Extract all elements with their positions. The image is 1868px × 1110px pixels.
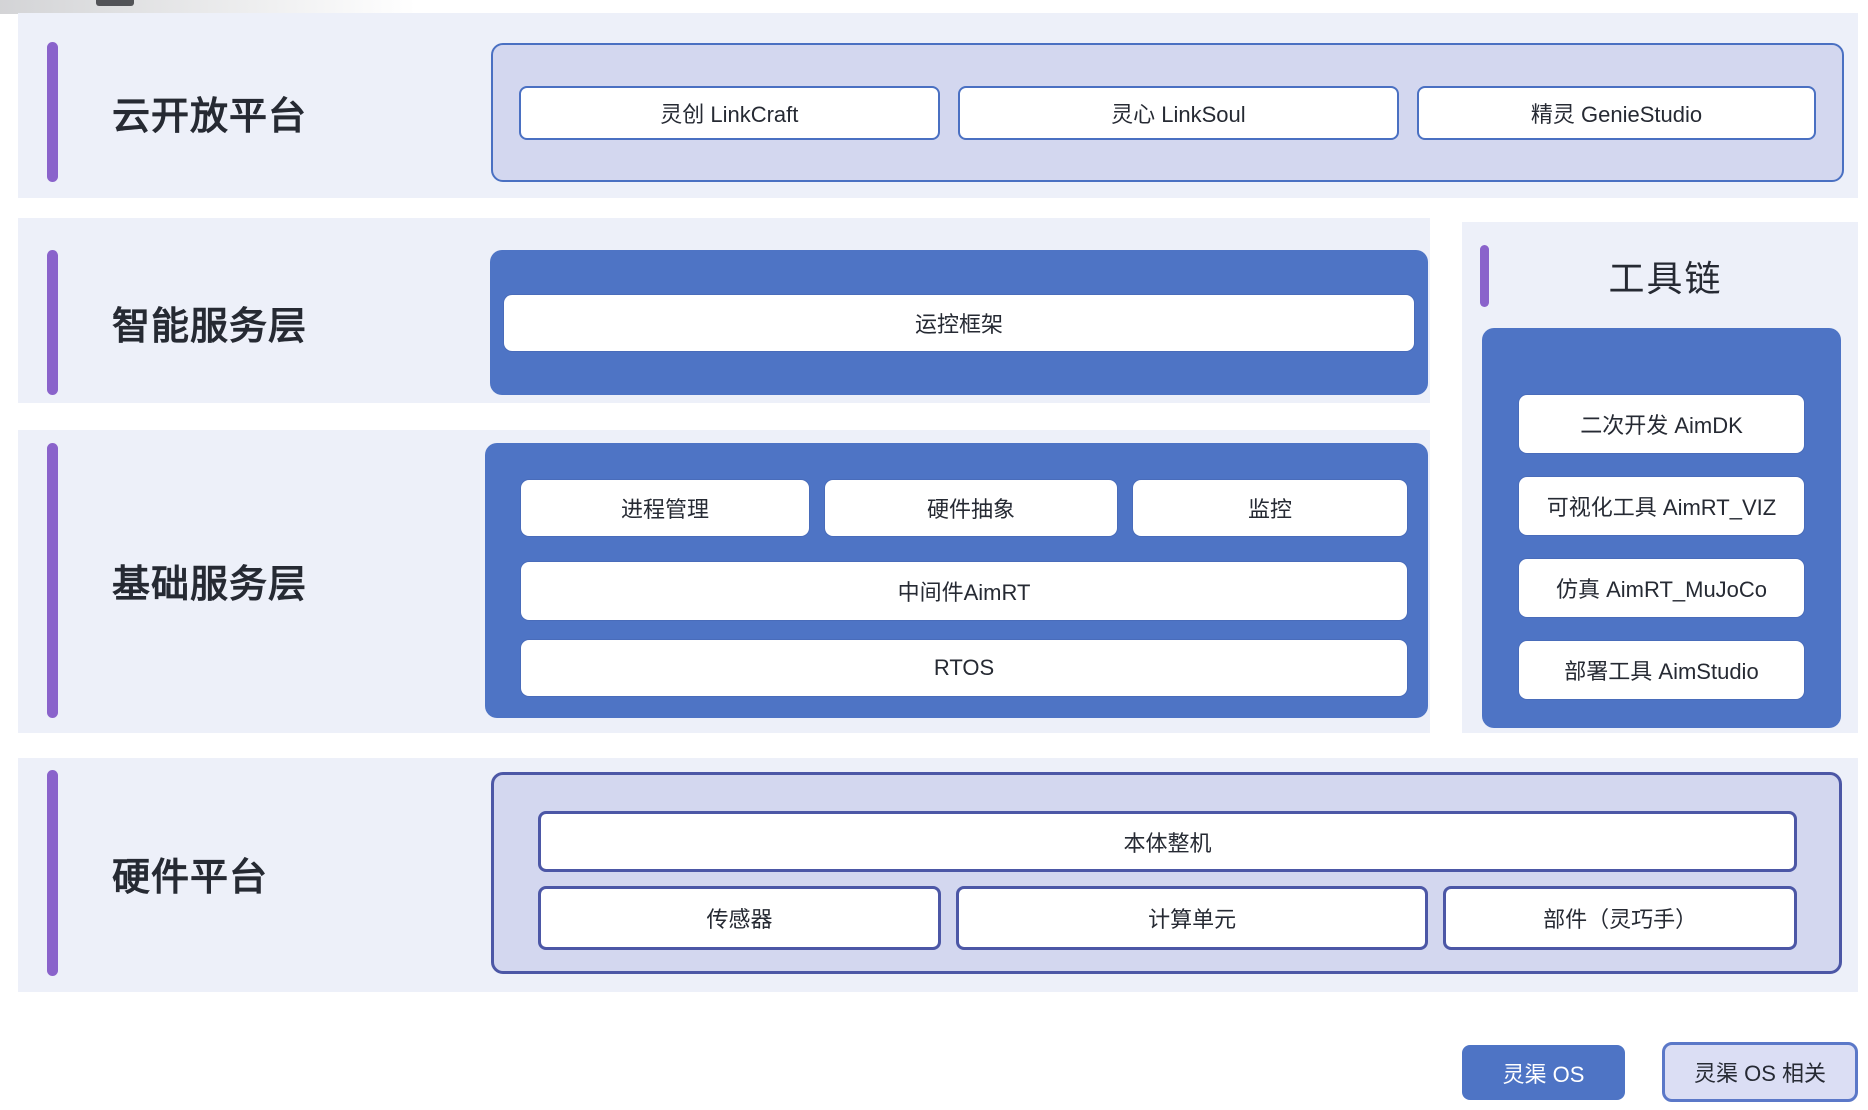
toolchain-container: 二次开发 AimDK 可视化工具 AimRT_VIZ 仿真 AimRT_MuJo… — [1482, 328, 1841, 728]
section-label-foundation-service: 基础服务层 — [112, 564, 308, 606]
box-robot-body: 本体整机 — [538, 811, 1797, 872]
row-hardware-platform: 硬件平台 本体整机 传感器 计算单元 部件（灵巧手） — [18, 758, 1858, 992]
accent-bar-toolchain — [1480, 245, 1489, 307]
box-aimrt-viz: 可视化工具 AimRT_VIZ — [1519, 477, 1804, 535]
box-linksoul: 灵心 LinkSoul — [957, 85, 1400, 140]
box-sensors: 传感器 — [538, 886, 942, 950]
row-intelligent-service: 智能服务层 运控框架 — [18, 218, 1430, 403]
top-edge-artifact — [96, 0, 134, 6]
box-motion-control-framework: 运控框架 — [504, 294, 1414, 351]
legend-lingqu-os-related: 灵渠 OS 相关 — [1662, 1042, 1858, 1102]
box-middleware-aimrt: 中间件AimRT — [521, 562, 1407, 620]
row-foundation-service: 基础服务层 进程管理 硬件抽象 监控 中间件AimRT RTOS — [18, 430, 1430, 733]
toolchain-title: 工具链 — [1608, 258, 1723, 299]
box-geniestudio: 精灵 GenieStudio — [1417, 85, 1816, 140]
cloud-platform-container: 灵创 LinkCraft 灵心 LinkSoul 精灵 GenieStudio — [491, 43, 1844, 182]
section-label-cloud-platform: 云开放平台 — [112, 96, 308, 138]
foundation-service-container: 进程管理 硬件抽象 监控 中间件AimRT RTOS — [485, 443, 1428, 718]
box-aimstudio: 部署工具 AimStudio — [1519, 641, 1804, 699]
box-aimdk: 二次开发 AimDK — [1519, 395, 1804, 453]
foundation-top-row: 进程管理 硬件抽象 监控 — [521, 480, 1407, 536]
toolchain-header: 工具链 — [1480, 245, 1842, 307]
hardware-platform-container: 本体整机 传感器 计算单元 部件（灵巧手） — [491, 772, 1842, 974]
accent-bar-cloud — [47, 42, 58, 182]
box-rtos: RTOS — [521, 640, 1407, 696]
hardware-bottom-row: 传感器 计算单元 部件（灵巧手） — [538, 886, 1797, 950]
intelligent-service-container: 运控框架 — [490, 250, 1428, 395]
box-compute-unit: 计算单元 — [956, 886, 1429, 950]
box-components-dexterous-hand: 部件（灵巧手） — [1443, 886, 1797, 950]
box-aimrt-mujoco: 仿真 AimRT_MuJoCo — [1519, 559, 1804, 617]
section-label-hardware-platform: 硬件平台 — [112, 856, 269, 899]
box-monitoring: 监控 — [1133, 480, 1407, 536]
box-hardware-abstraction: 硬件抽象 — [825, 480, 1117, 536]
top-edge-shading — [0, 0, 520, 14]
box-process-management: 进程管理 — [521, 480, 809, 536]
accent-bar-hardware — [47, 770, 58, 976]
section-label-intelligent-service: 智能服务层 — [112, 306, 308, 348]
row-cloud-platform: 云开放平台 灵创 LinkCraft 灵心 LinkSoul 精灵 GenieS… — [18, 13, 1858, 198]
box-linkcraft: 灵创 LinkCraft — [519, 85, 940, 140]
legend-lingqu-os: 灵渠 OS — [1462, 1045, 1625, 1100]
accent-bar-foundation — [47, 443, 58, 718]
accent-bar-intelligent — [47, 250, 58, 395]
toolchain-panel: 工具链 二次开发 AimDK 可视化工具 AimRT_VIZ 仿真 AimRT_… — [1462, 222, 1858, 733]
